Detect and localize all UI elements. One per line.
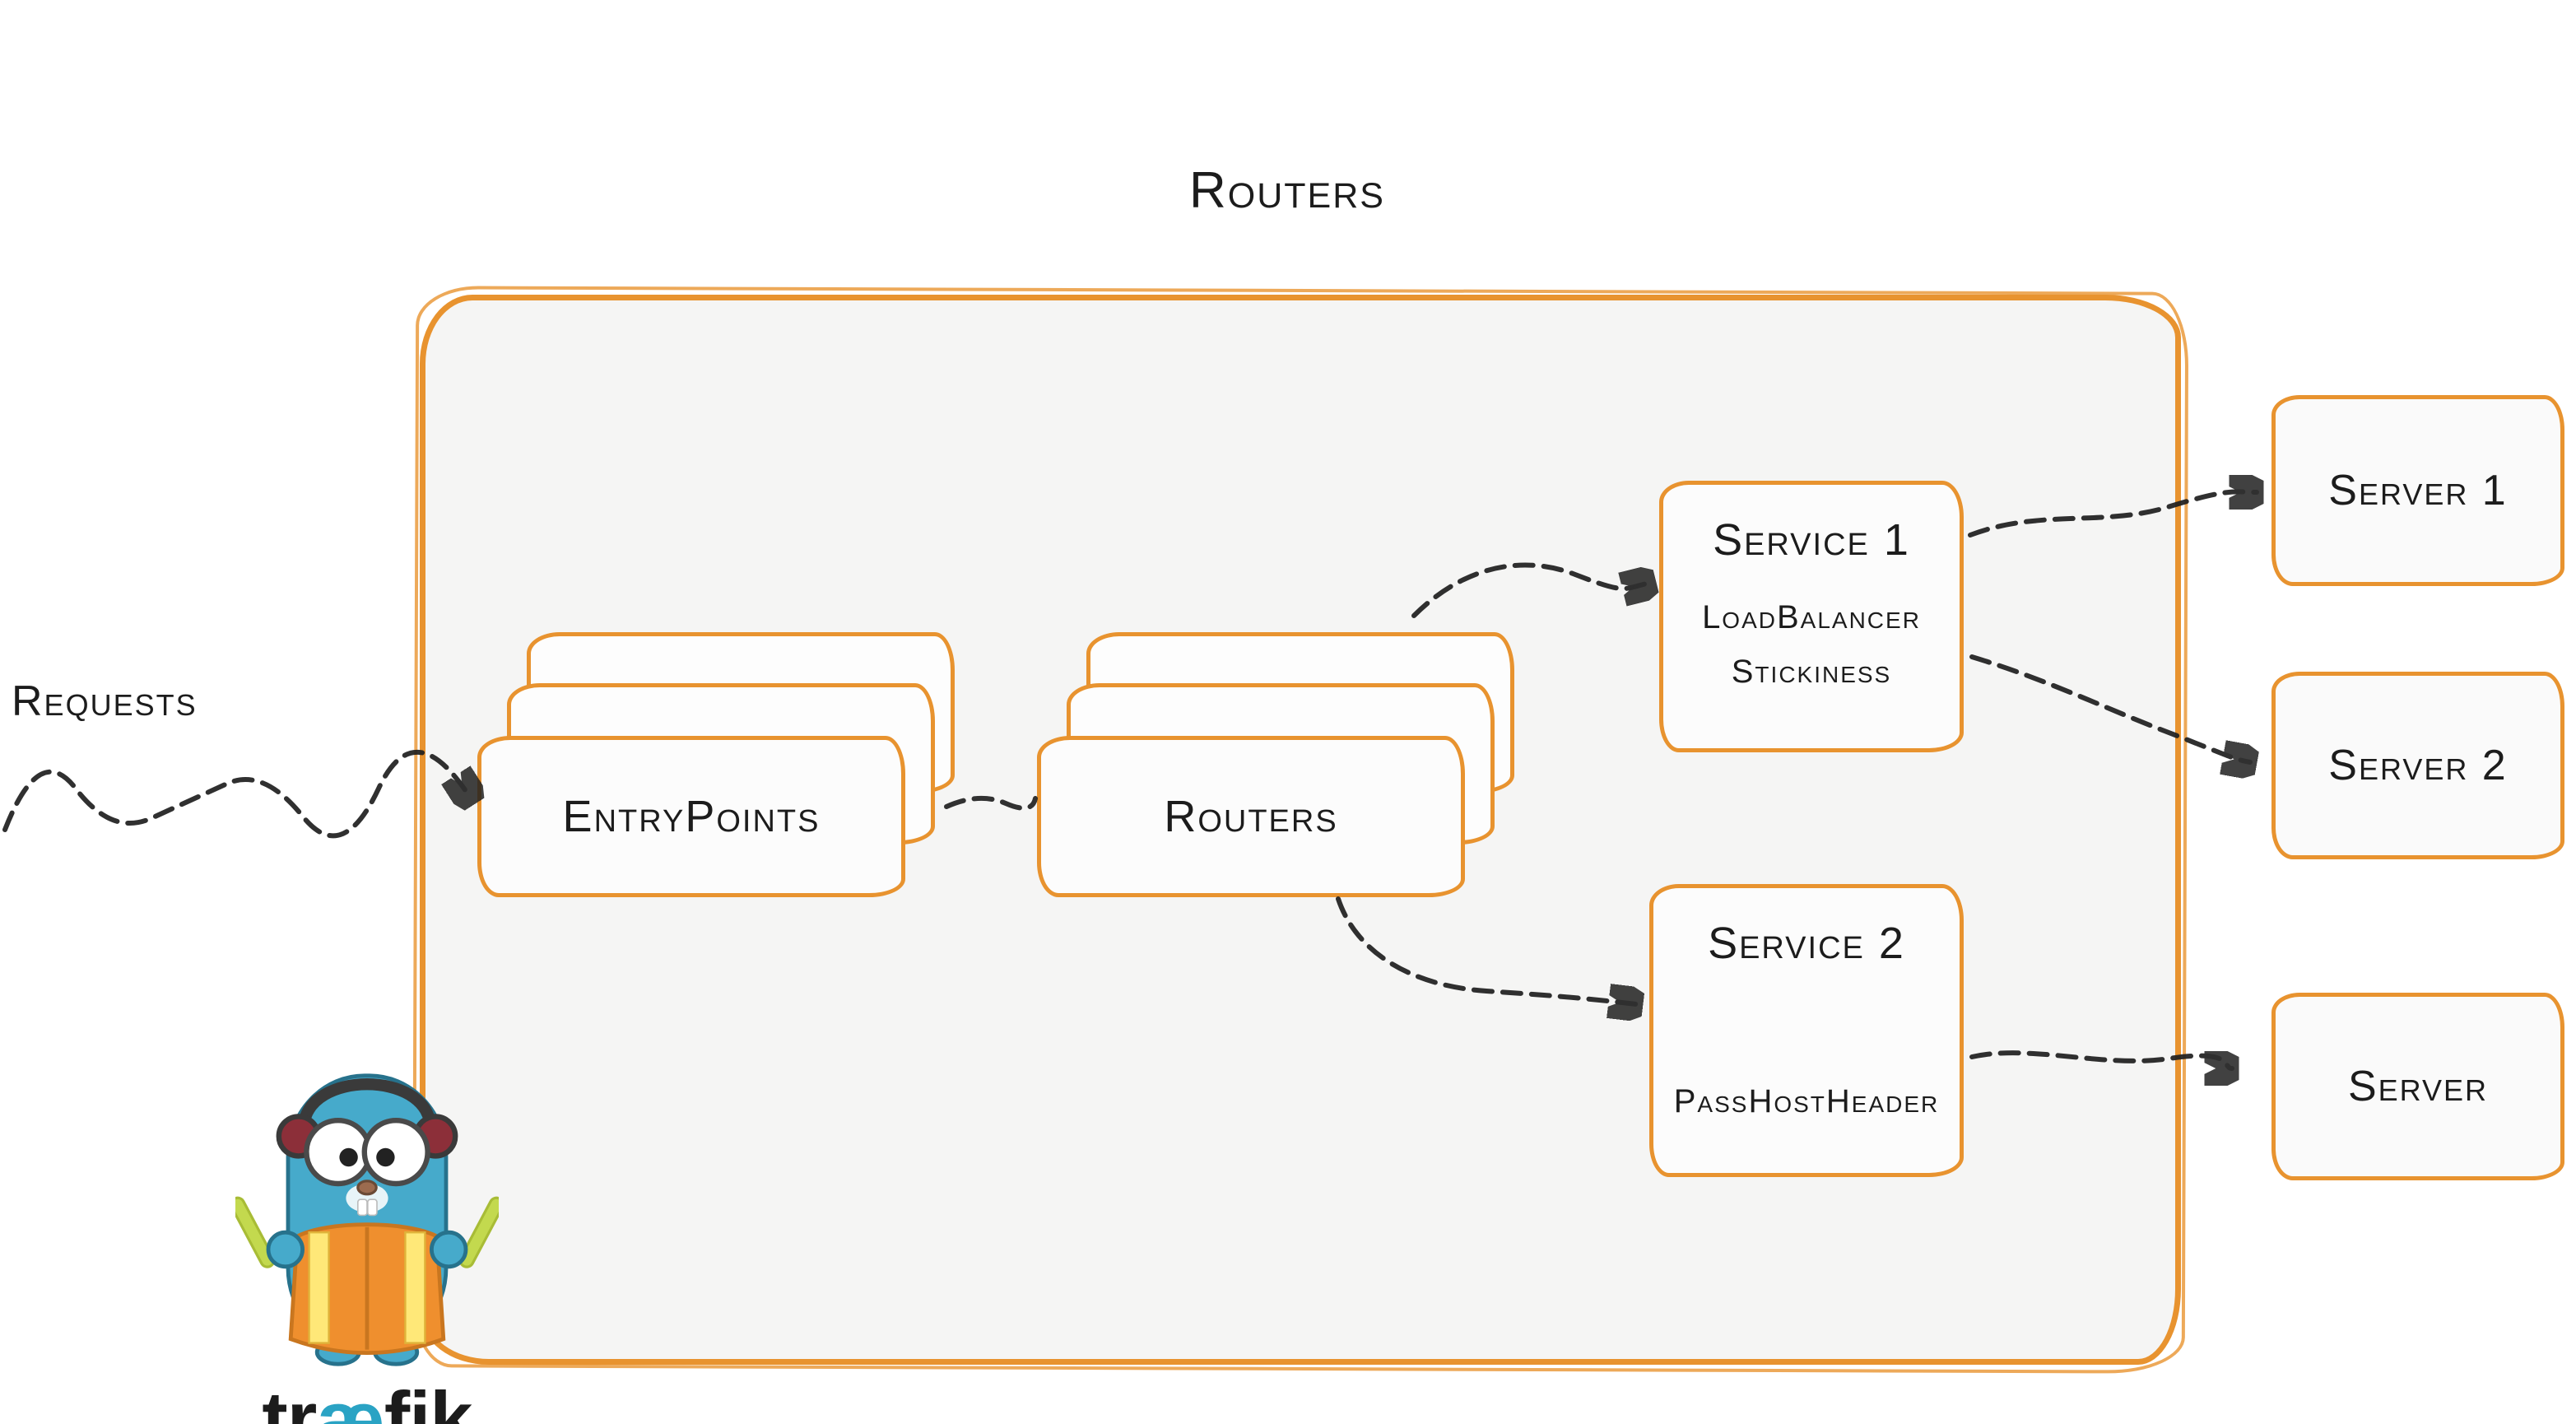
arrow-requests-to-entrypoints <box>2 750 471 839</box>
traefik-gopher-mascot <box>230 1073 505 1366</box>
service1-stickiness-label: Stickiness <box>1731 654 1892 690</box>
routers-label: Routers <box>1164 792 1338 841</box>
traefik-logo: træfik <box>230 1039 505 1424</box>
server3-node: Server <box>2271 993 2564 1180</box>
service1-loadbalancer-label: LoadBalancer <box>1702 599 1921 635</box>
server2-node: Server 2 <box>2271 672 2564 859</box>
server1-label: Server 1 <box>2328 467 2508 514</box>
traefik-wordmark: træfik <box>230 1380 504 1424</box>
entrypoints-label: EntryPoints <box>562 792 821 841</box>
server3-label: Server <box>2347 1063 2489 1110</box>
service2-passhostheader-label: PassHostHeader <box>1673 1083 1940 1119</box>
gopher-face <box>304 1118 430 1217</box>
service2-node: Service 2 PassHostHeader <box>1649 884 1964 1177</box>
gopher-safety-vest <box>288 1222 446 1355</box>
routers-node: Routers <box>1037 736 1465 897</box>
service2-title: Service 2 <box>1708 919 1905 968</box>
gopher-arms <box>266 1230 468 1269</box>
service1-node: Service 1 LoadBalancer Stickiness <box>1659 481 1964 752</box>
service1-title: Service 1 <box>1713 515 1910 565</box>
server2-label: Server 2 <box>2328 742 2508 789</box>
requests-label: Requests <box>12 677 198 725</box>
server1-node: Server 1 <box>2271 395 2564 586</box>
entrypoints-node: EntryPoints <box>477 736 905 897</box>
wordmark-post: fik <box>384 1375 473 1424</box>
wordmark-ae: æ <box>316 1375 385 1424</box>
diagram-title: Routers <box>1189 162 1385 219</box>
wordmark-pre: tr <box>262 1375 317 1424</box>
